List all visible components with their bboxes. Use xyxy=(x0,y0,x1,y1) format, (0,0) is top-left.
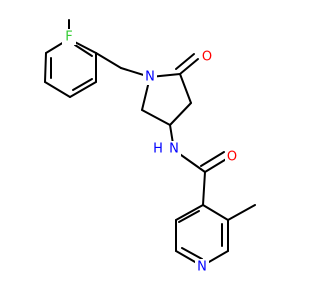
bond xyxy=(44,81,71,98)
bond xyxy=(175,204,204,221)
bond xyxy=(179,58,199,75)
bond xyxy=(72,78,93,91)
bond xyxy=(169,102,192,126)
bond xyxy=(69,81,97,98)
bond xyxy=(178,210,200,223)
lactam-oxygen-label: O xyxy=(202,50,212,65)
bond xyxy=(181,247,203,260)
atom-labels: F N O N H O N xyxy=(62,29,239,275)
bond xyxy=(202,204,229,221)
pyridine-nitrogen-label: N xyxy=(197,260,207,275)
fluorine-atom-label: F xyxy=(65,30,72,45)
amide-oxygen-label: O xyxy=(227,150,237,165)
bond xyxy=(227,204,256,221)
bond xyxy=(179,73,192,104)
bond xyxy=(95,52,122,69)
molecule-structure: F N O N H O N xyxy=(44,19,256,275)
bond xyxy=(44,52,47,83)
bond xyxy=(175,53,195,70)
bond xyxy=(74,44,93,57)
bond xyxy=(204,157,229,173)
amide-nitrogen-label: N xyxy=(169,142,179,157)
bond-lines xyxy=(44,19,256,267)
pyrrolidine-nitrogen-label: N xyxy=(145,70,155,85)
bond xyxy=(141,109,171,126)
amide-hydrogen-label: H xyxy=(153,142,163,157)
bond xyxy=(202,171,206,206)
bond xyxy=(200,151,225,167)
